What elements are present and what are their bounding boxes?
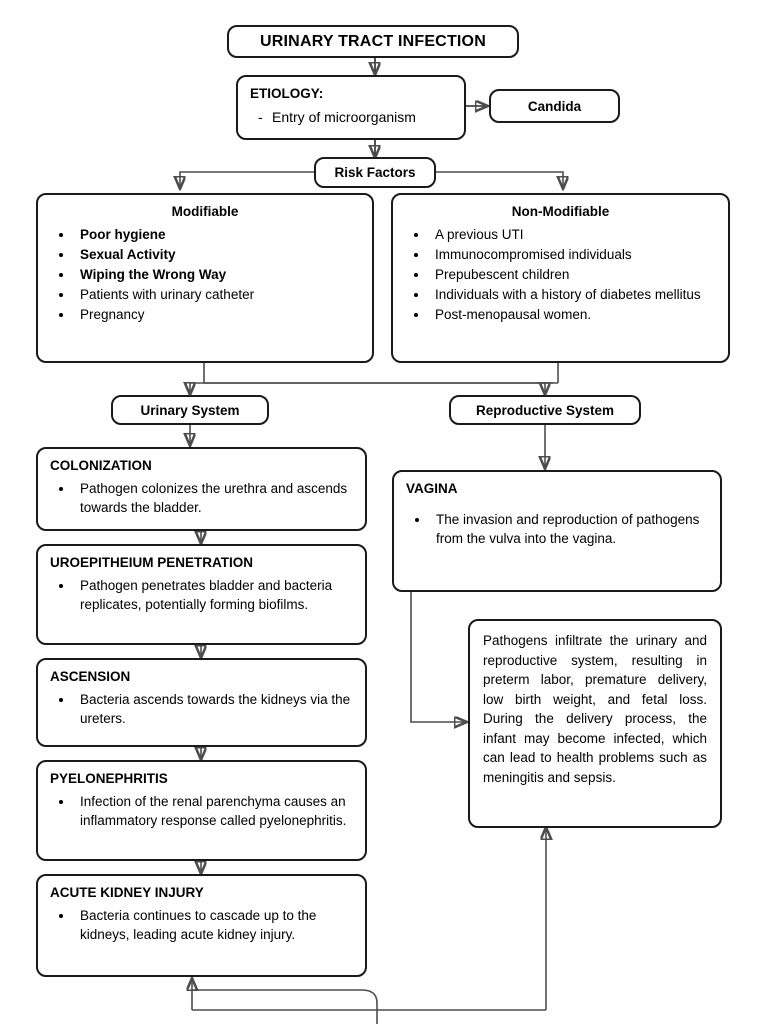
list-item: Sexual Activity: [74, 245, 360, 264]
list-item: Pathogen penetrates bladder and bacteria…: [74, 576, 353, 614]
wire-risk-to-nonmodifiable: [436, 171, 563, 188]
node-urinary-tract-infection[interactable]: URINARY TRACT INFECTION: [227, 25, 519, 58]
list-item: Patients with urinary catheter: [74, 285, 360, 304]
outcome-text: Pathogens infiltrate the urinary and rep…: [483, 633, 707, 785]
node-non-modifiable[interactable]: Non-Modifiable A previous UTI Immunocomp…: [391, 193, 730, 363]
etiology-list: Entry of microorganism: [250, 108, 452, 127]
list-item: Poor hygiene: [74, 225, 360, 244]
list-item: Infection of the renal parenchyma causes…: [74, 792, 353, 830]
reproductive-system-label: Reproductive System: [475, 402, 615, 418]
list-item: Prepubescent children: [429, 265, 716, 284]
list-item: Post-menopausal women.: [429, 305, 716, 324]
node-uroepitheium-penetration[interactable]: UROEPITHEIUM PENETRATION Pathogen penetr…: [36, 544, 367, 645]
non-modifiable-header: Non-Modifiable: [511, 204, 610, 219]
node-reproductive-system[interactable]: Reproductive System: [449, 395, 641, 425]
wire-modifiable-bus: [203, 363, 553, 384]
pyelonephritis-header: PYELONEPHRITIS: [50, 771, 168, 786]
wire-vagina-to-outcome: [410, 592, 466, 722]
list-item: Wiping the Wrong Way: [74, 265, 360, 284]
ascension-header: ASCENSION: [50, 669, 131, 684]
list-item: Bacteria continues to cascade up to the …: [74, 906, 353, 944]
risk-factors-label: Risk Factors: [334, 165, 416, 180]
list-item: Immunocompromised individuals: [429, 245, 716, 264]
ascension-list: Bacteria ascends towards the kidneys via…: [50, 690, 353, 728]
list-item: Pathogen colonizes the urethra and ascen…: [74, 479, 353, 517]
node-urinary-system[interactable]: Urinary System: [111, 395, 269, 425]
node-acute-kidney-injury[interactable]: ACUTE KIDNEY INJURY Bacteria continues t…: [36, 874, 367, 977]
colonization-header: COLONIZATION: [50, 458, 152, 473]
candida-label: Candida: [527, 98, 582, 114]
non-modifiable-list: A previous UTI Immunocompromised individ…: [405, 225, 716, 324]
modifiable-list: Poor hygiene Sexual Activity Wiping the …: [50, 225, 360, 324]
wire-risk-to-modifiable: [180, 171, 314, 188]
list-item: Bacteria ascends towards the kidneys via…: [74, 690, 353, 728]
etiology-item: Entry of microorganism: [258, 108, 452, 127]
colonization-list: Pathogen colonizes the urethra and ascen…: [50, 479, 353, 517]
aki-header: ACUTE KIDNEY INJURY: [50, 885, 204, 900]
aki-list: Bacteria continues to cascade up to the …: [50, 906, 353, 944]
vagina-header: VAGINA: [406, 481, 458, 496]
uroepitheium-list: Pathogen penetrates bladder and bacteria…: [50, 576, 353, 614]
node-candida[interactable]: Candida: [489, 89, 620, 123]
list-item: Pregnancy: [74, 305, 360, 324]
node-pyelonephritis[interactable]: PYELONEPHRITIS Infection of the renal pa…: [36, 760, 367, 861]
list-item: Individuals with a history of diabetes m…: [429, 285, 716, 304]
uroepitheium-header: UROEPITHEIUM PENETRATION: [50, 555, 254, 570]
wire-aki-return: [192, 989, 378, 1010]
list-item: The invasion and reproduction of pathoge…: [430, 510, 708, 548]
pyelonephritis-list: Infection of the renal parenchyma causes…: [50, 792, 353, 830]
node-etiology[interactable]: ETIOLOGY: Entry of microorganism: [236, 75, 466, 140]
node-colonization[interactable]: COLONIZATION Pathogen colonizes the uret…: [36, 447, 367, 531]
node-risk-factors[interactable]: Risk Factors: [314, 157, 436, 188]
node-outcome[interactable]: Pathogens infiltrate the urinary and rep…: [468, 619, 722, 828]
etiology-header: ETIOLOGY:: [250, 86, 324, 101]
node-modifiable[interactable]: Modifiable Poor hygiene Sexual Activity …: [36, 193, 374, 363]
node-vagina[interactable]: VAGINA The invasion and reproduction of …: [392, 470, 722, 592]
vagina-list: The invasion and reproduction of pathoge…: [406, 510, 708, 548]
node-title-label: URINARY TRACT INFECTION: [260, 32, 486, 50]
urinary-system-label: Urinary System: [140, 402, 240, 418]
node-ascension[interactable]: ASCENSION Bacteria ascends towards the k…: [36, 658, 367, 747]
modifiable-header: Modifiable: [171, 204, 239, 219]
list-item: A previous UTI: [429, 225, 716, 244]
